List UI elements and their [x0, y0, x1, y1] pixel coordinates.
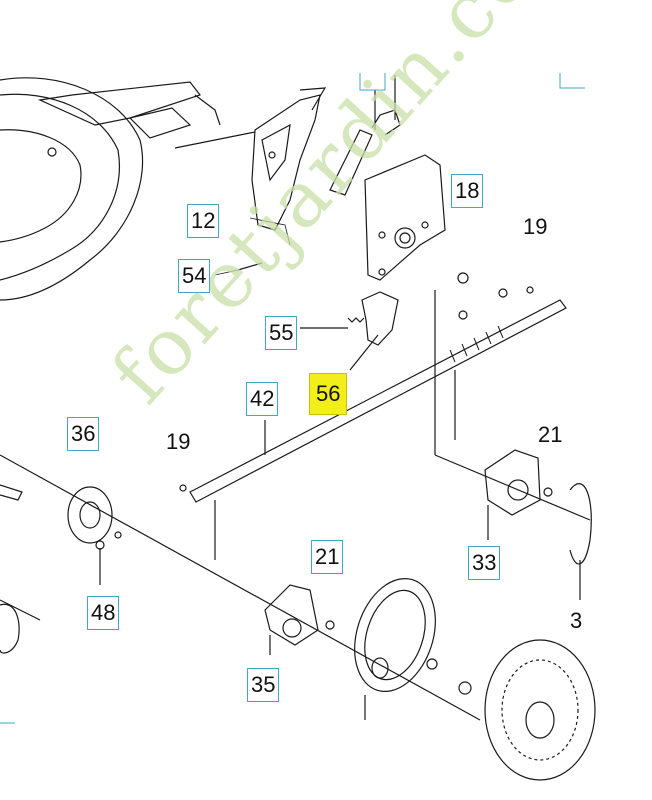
- top-right-callout-frame: [559, 73, 585, 89]
- bolts: [179, 272, 534, 492]
- callout-54: 54: [178, 259, 211, 293]
- lever-arm: [329, 75, 401, 196]
- callout-21-right: 21: [538, 422, 563, 447]
- callout-19-right: 19: [523, 214, 548, 239]
- mower-deck: [0, 77, 256, 301]
- callout-19-left: 19: [166, 429, 191, 454]
- pin-54: [214, 262, 263, 276]
- wheel-hub-rear: [484, 449, 553, 540]
- side-plate: [364, 154, 446, 281]
- callout-42: 42: [246, 382, 279, 416]
- callout-21-center: 21: [311, 540, 344, 574]
- left-edge-parts: [0, 484, 23, 654]
- callout-33: 33: [468, 546, 501, 580]
- callout-3: 3: [570, 608, 583, 633]
- bearing-plate: [67, 486, 122, 585]
- wheel-hub-front: [264, 584, 335, 655]
- callout-12: 12: [187, 204, 220, 238]
- callout-56-highlighted: 56: [309, 373, 348, 415]
- callout-35: 35: [247, 668, 280, 702]
- callout-18: 18: [451, 174, 484, 208]
- callout-36: 36: [67, 417, 100, 451]
- wheel-disc: [354, 578, 472, 720]
- callout-48: 48: [87, 596, 120, 630]
- axle-bar: [189, 290, 567, 560]
- bracket-56: [349, 291, 399, 371]
- spring-part: [300, 317, 365, 329]
- height-adjust-bracket: [249, 87, 327, 246]
- callout-55: 55: [265, 316, 298, 350]
- top-callout-frame: [359, 73, 386, 91]
- axle-lines: [0, 454, 591, 721]
- wheel-tire: [484, 483, 596, 781]
